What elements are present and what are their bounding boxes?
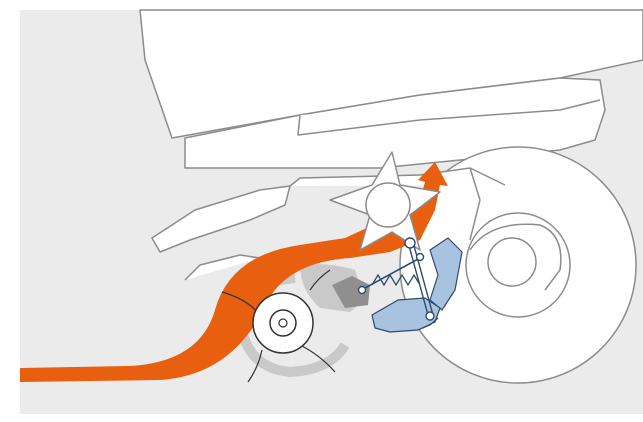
mower-body <box>139 9 643 169</box>
spring-mechanism <box>357 237 435 321</box>
rear-wheel <box>399 146 637 384</box>
front-cutter-blade <box>329 151 441 251</box>
grass-flow-arrow <box>20 162 448 382</box>
rear-discharge-blade <box>221 269 336 383</box>
lever-bracket <box>371 237 463 333</box>
cutting-deck <box>151 167 506 281</box>
